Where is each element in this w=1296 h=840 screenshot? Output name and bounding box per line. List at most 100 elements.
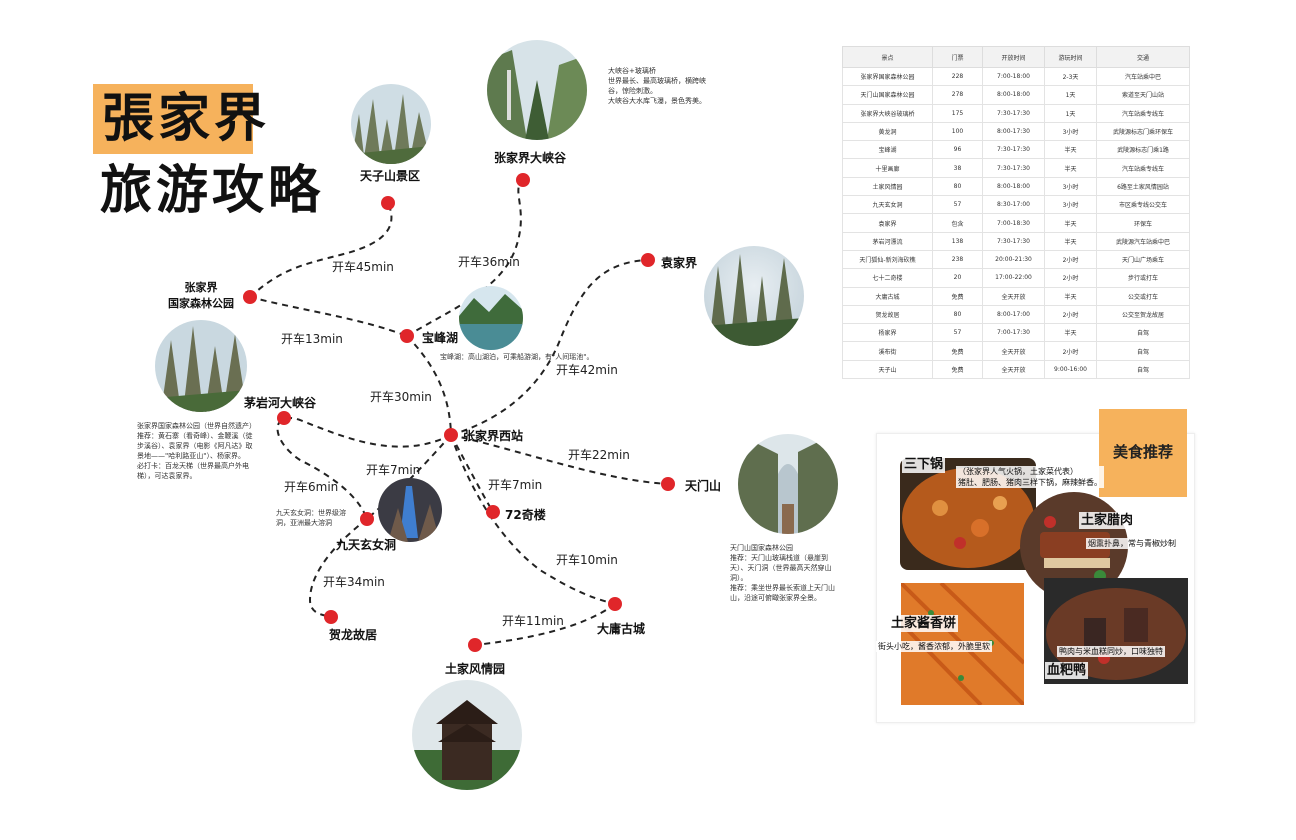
- label-helong[interactable]: 贺龙故居: [329, 628, 378, 642]
- dish-desc: （张家界人气火锅，土家菜代表） 猪肚、肥肠、猪肉三样下锅，麻辣鲜香。: [956, 466, 1104, 488]
- table-cell: 7:30-17:30: [982, 158, 1045, 178]
- dish-desc: 街头小吃，酱香浓郁，外脆里软: [876, 641, 992, 652]
- table-cell: 全天开放: [982, 341, 1045, 361]
- note-canyon: 大峡谷+玻璃桥 世界最长、最高玻璃桥，横跨峡 谷，惊险刺激。 大峡谷大水库飞瀑，…: [608, 67, 706, 105]
- table-cell: 公交或打车: [1096, 286, 1190, 306]
- marker-west-station[interactable]: [444, 428, 458, 442]
- label-baofeng[interactable]: 宝峰湖: [422, 331, 459, 345]
- marker-tujia[interactable]: [468, 638, 482, 652]
- table-cell: 武陵源标志门乘1路: [1096, 140, 1190, 160]
- table-cell: 8:30-17:00: [982, 195, 1045, 215]
- table-cell: 袁家界: [842, 213, 933, 233]
- table-cell: 半天: [1044, 286, 1097, 306]
- photo-forest-park: [155, 320, 247, 412]
- table-cell: 公交至贺龙故居: [1096, 304, 1190, 325]
- marker-qiqi[interactable]: [486, 505, 500, 519]
- table-cell: 半天: [1044, 231, 1097, 251]
- route-lines: [249, 179, 669, 646]
- table-cell: 7:30-17:30: [982, 140, 1045, 160]
- marker-canyon[interactable]: [516, 173, 530, 187]
- table-cell: 宝峰湖: [842, 140, 933, 160]
- table-cell: 张家界大峡谷玻璃桥: [842, 103, 933, 123]
- table-cell: 7:30-17:30: [982, 103, 1045, 123]
- label-jiutian[interactable]: 九天玄女洞: [336, 538, 397, 552]
- marker-helong[interactable]: [324, 610, 338, 624]
- table-cell: 天门山国家森林公园: [842, 85, 933, 105]
- label-qiqi[interactable]: 72奇楼: [505, 508, 546, 522]
- marker-jiutian[interactable]: [360, 512, 374, 526]
- table-cell: 索道至天门山站: [1096, 85, 1190, 105]
- drive-time: 开车10min: [556, 553, 618, 567]
- dish-name: 三下锅: [902, 456, 946, 473]
- label-dayong[interactable]: 大庸古城: [597, 622, 646, 636]
- label-tujia[interactable]: 土家风情园: [445, 662, 506, 676]
- marker-tianzi[interactable]: [381, 196, 395, 210]
- label-maoyan[interactable]: 茅岩河大峡谷: [244, 396, 317, 410]
- table-cell: 贺龙故居: [842, 304, 933, 325]
- table-cell: 3小时: [1044, 121, 1097, 142]
- table-cell: 武陵源汽车站乘中巴: [1096, 231, 1190, 251]
- table-cell: 9:00-16:00: [1044, 359, 1097, 380]
- table-cell: 天门狐仙-新刘海砍樵: [842, 249, 933, 270]
- label-tianmen[interactable]: 天门山: [685, 479, 722, 493]
- table-cell: 238: [932, 249, 983, 270]
- table-cell: 七十二奇楼: [842, 268, 933, 288]
- table-cell: 228: [932, 66, 983, 87]
- note-baofeng: 宝峰湖：高山湖泊，可乘船游湖，有"人间瑶池"。: [440, 353, 594, 361]
- table-cell: 2小时: [1044, 268, 1097, 288]
- label-canyon[interactable]: 张家界大峡谷: [494, 151, 567, 165]
- photo-canyon: [487, 40, 587, 140]
- table-cell: 7:00-17:30: [982, 323, 1045, 343]
- table-cell: 38: [932, 158, 983, 178]
- marker-baofeng[interactable]: [400, 329, 414, 343]
- table-cell: 大庸古城: [842, 286, 933, 306]
- table-cell: 汽车站乘专线车: [1096, 103, 1190, 123]
- table-cell: 2小时: [1044, 304, 1097, 325]
- marker-forest-park[interactable]: [243, 290, 257, 304]
- table-cell: 138: [932, 231, 983, 251]
- table-cell: 张家界国家森林公园: [842, 66, 933, 87]
- drive-time: 开车42min: [556, 363, 618, 377]
- photo-baofeng: [459, 286, 523, 350]
- marker-tianmen[interactable]: [661, 477, 675, 491]
- marker-dayong[interactable]: [608, 597, 622, 611]
- table-cell: 杨家界: [842, 323, 933, 343]
- drive-time: 开车13min: [281, 332, 343, 346]
- table-cell: 免费: [932, 286, 983, 306]
- table-cell: 20: [932, 268, 983, 288]
- table-cell: 十里画廊: [842, 158, 933, 178]
- table-cell: 市区乘专线公交车: [1096, 195, 1190, 215]
- table-cell: 3小时: [1044, 195, 1097, 215]
- table-cell: 80: [932, 176, 983, 197]
- table-cell: 天子山: [842, 359, 933, 380]
- food-badge: 美食推荐: [1099, 409, 1187, 497]
- table-header: 游玩时间: [1044, 46, 1097, 68]
- dish-name: 血粑鸭: [1045, 662, 1089, 679]
- table-cell: 2小时: [1044, 249, 1097, 270]
- table-cell: 20:00-21:30: [982, 249, 1045, 270]
- label-forest-park[interactable]: 张家界 国家森林公园: [168, 281, 234, 310]
- table-cell: 8:00-18:00: [982, 85, 1045, 105]
- page-title: 張家界: [102, 88, 271, 149]
- label-yuanjiajie[interactable]: 袁家界: [661, 256, 698, 270]
- marker-maoyan[interactable]: [277, 411, 291, 425]
- drive-time: 开车11min: [502, 614, 564, 628]
- label-west-station[interactable]: 张家界西站: [463, 429, 524, 443]
- note-tianmen: 天门山国家森林公园 推荐：天门山玻璃栈道（悬崖到 天）、天门洞（世界最高天然穿山…: [730, 544, 835, 602]
- table-cell: 汽车站乘中巴: [1096, 66, 1190, 87]
- table-cell: 半天: [1044, 213, 1097, 233]
- marker-yuanjiajie[interactable]: [641, 253, 655, 267]
- table-cell: 96: [932, 140, 983, 160]
- table-cell: 8:00-18:00: [982, 176, 1045, 197]
- label-tianzi[interactable]: 天子山景区: [360, 169, 421, 183]
- drive-time: 开车6min: [284, 480, 339, 494]
- table-cell: 茅岩河漂流: [842, 231, 933, 251]
- drive-time: 开车7min: [488, 478, 543, 492]
